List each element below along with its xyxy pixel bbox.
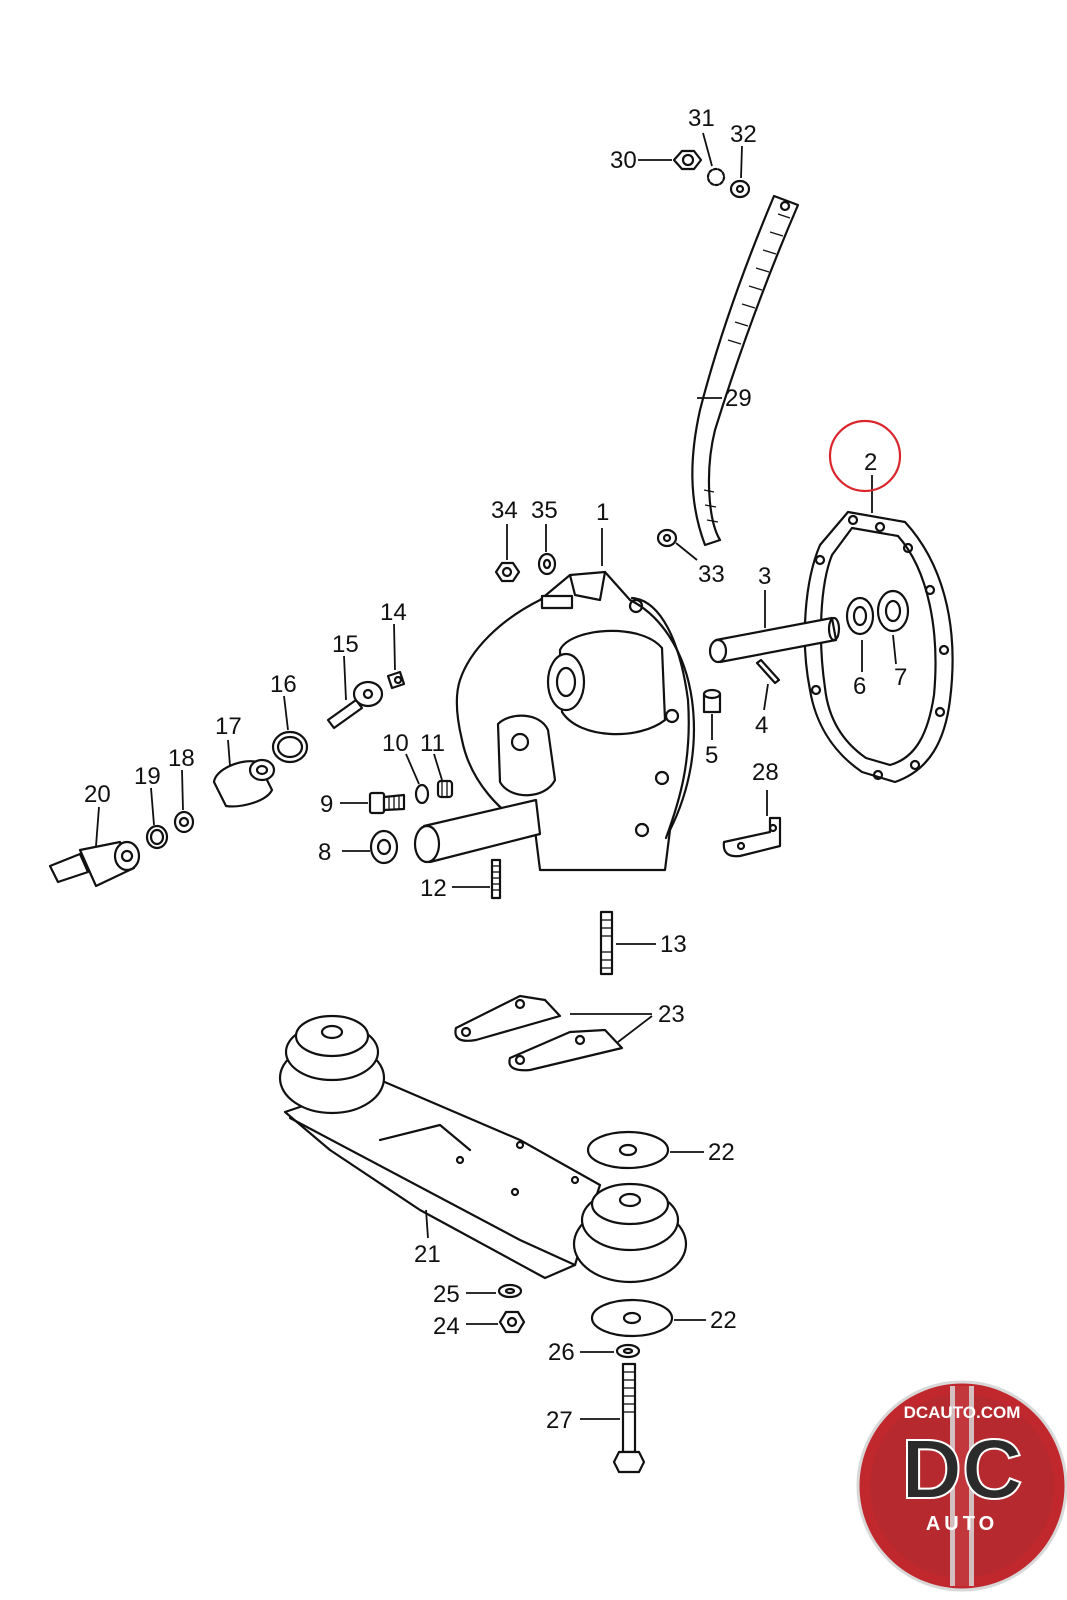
part-washer-10 <box>414 783 430 805</box>
part-washer-35 <box>537 552 557 576</box>
part-sleeve-17 <box>212 758 276 808</box>
part-strap <box>691 194 800 547</box>
part-bushing-5 <box>702 688 722 714</box>
callout-16: 16 <box>270 671 297 698</box>
part-nut-34 <box>494 561 521 583</box>
part-nut-30 <box>672 149 703 171</box>
logo-sub-text: AUTO <box>926 1513 998 1535</box>
part-shaft <box>708 616 841 664</box>
dcauto-logo: DCAUTO.COM DC AUTO <box>856 1380 1067 1592</box>
part-bushing-8 <box>369 829 399 865</box>
part-seal-6 <box>845 596 875 636</box>
callout-27: 27 <box>546 1407 573 1434</box>
part-washer-25 <box>497 1283 523 1299</box>
callout-23: 23 <box>658 1001 685 1028</box>
part-screw-14 <box>386 670 406 690</box>
callout-14: 14 <box>380 599 407 626</box>
callout-32: 32 <box>730 121 757 148</box>
callout-34: 34 <box>491 497 518 524</box>
callout-31: 31 <box>688 105 715 132</box>
callout-7: 7 <box>894 664 907 691</box>
logo-letters: DC <box>901 1422 1022 1516</box>
callout-22-bottom: 22 <box>710 1307 737 1334</box>
part-insert-11 <box>436 779 454 799</box>
callout-9: 9 <box>320 791 333 818</box>
part-nut-24 <box>498 1310 526 1334</box>
highlight-circle <box>828 419 902 493</box>
part-stud-12 <box>490 858 502 900</box>
part-bolt-9 <box>368 791 406 815</box>
callout-4: 4 <box>755 712 768 739</box>
callout-11: 11 <box>420 730 445 757</box>
callout-33: 33 <box>698 561 725 588</box>
callout-20: 20 <box>84 781 111 808</box>
part-seal-7 <box>876 589 910 633</box>
callout-1: 1 <box>596 499 609 526</box>
part-nut-18 <box>173 810 195 834</box>
part-washer-22-bottom <box>590 1298 674 1338</box>
part-pin-4 <box>755 658 781 685</box>
part-plates-23 <box>454 994 624 1072</box>
callout-22-top: 22 <box>708 1139 735 1166</box>
part-o-ring-16 <box>271 730 309 764</box>
callout-21: 21 <box>414 1241 441 1268</box>
callout-5: 5 <box>705 742 718 769</box>
callout-12: 12 <box>420 875 447 902</box>
callout-26: 26 <box>548 1339 575 1366</box>
part-bolt-27 <box>612 1362 646 1474</box>
part-lockwasher-31 <box>706 167 726 187</box>
part-washer-22-top <box>586 1130 670 1170</box>
part-ring-19 <box>145 824 169 850</box>
part-washer-33 <box>656 528 678 548</box>
callout-17: 17 <box>215 713 242 740</box>
callout-10: 10 <box>382 730 409 757</box>
callout-29: 29 <box>725 385 752 412</box>
part-mount-right <box>572 1182 688 1284</box>
leader-lines <box>95 132 897 1420</box>
callout-2: 2 <box>864 449 877 476</box>
part-washer-32 <box>729 179 751 199</box>
callout-6: 6 <box>853 673 866 700</box>
part-switch-20 <box>48 840 141 888</box>
callout-labels: 30 31 32 29 2 33 34 35 1 3 14 15 16 17 6… <box>84 105 907 1434</box>
part-tube-left <box>413 798 542 864</box>
part-stud-13 <box>599 910 614 976</box>
callout-3: 3 <box>758 563 771 590</box>
part-lever-15 <box>326 680 384 730</box>
callout-25: 25 <box>433 1281 460 1308</box>
callout-24: 24 <box>433 1313 460 1340</box>
callout-15: 15 <box>332 631 359 658</box>
part-washer-26 <box>615 1343 641 1359</box>
callout-18: 18 <box>168 745 195 772</box>
callout-19: 19 <box>134 763 161 790</box>
logo-site-text: DCAUTO.COM <box>904 1403 1021 1422</box>
part-housing <box>455 570 696 872</box>
part-bracket-28 <box>722 816 782 858</box>
callout-13: 13 <box>660 931 687 958</box>
part-gasket <box>803 510 954 784</box>
callout-35: 35 <box>531 497 558 524</box>
callout-8: 8 <box>318 839 331 866</box>
callout-28: 28 <box>752 759 779 786</box>
part-mount-left <box>278 1014 386 1115</box>
callout-30: 30 <box>610 147 637 174</box>
